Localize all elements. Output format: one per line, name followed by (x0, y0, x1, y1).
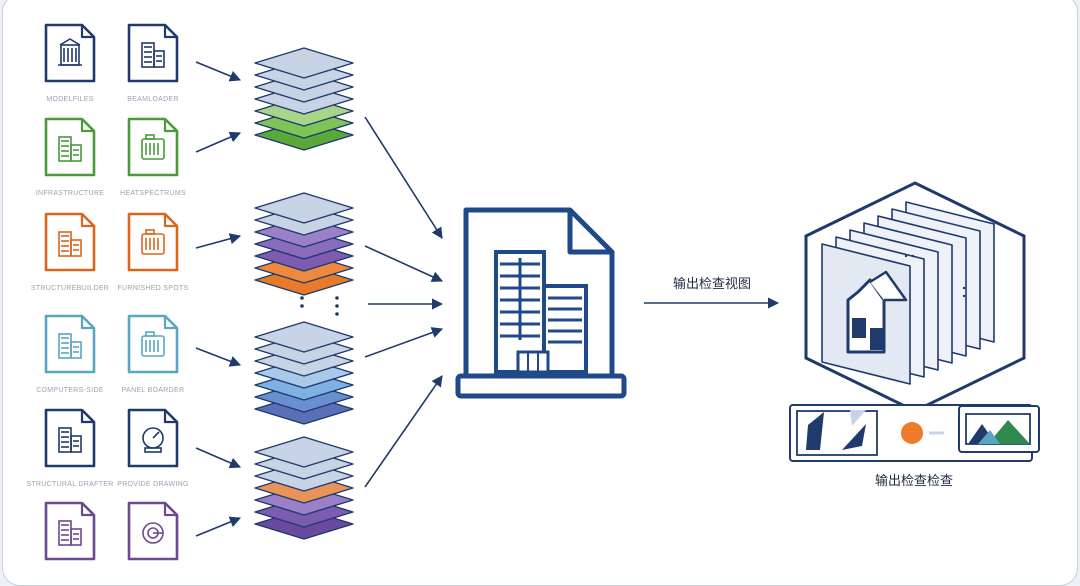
file-icon (127, 117, 179, 177)
input-arrows (195, 61, 242, 537)
layer-stacks-group (254, 47, 354, 540)
stack-layer (254, 192, 354, 224)
ellipsis-icon (300, 296, 339, 316)
layer-stack (254, 321, 354, 425)
file-icon (44, 23, 96, 83)
status-dot (901, 422, 923, 444)
machine-icon (141, 331, 165, 357)
building-document-icon (455, 207, 627, 399)
layered-views-icon (804, 181, 1026, 413)
tower-icon (58, 136, 82, 162)
file-icon (44, 314, 96, 374)
file-icon (127, 212, 179, 272)
file-icon (127, 408, 179, 468)
stack-layer (254, 321, 354, 353)
file-icon (127, 501, 179, 561)
layer-stack (254, 47, 354, 151)
stack-layer (254, 47, 354, 79)
output-check-label: 输出检查检查 (875, 473, 953, 489)
arrow-file-row1 (195, 61, 242, 82)
output-view-label: 输出检查视图 (673, 276, 751, 292)
layer-stack (254, 436, 354, 540)
spiral-icon (142, 522, 164, 544)
machine-icon (141, 134, 165, 160)
source-files-group: MODELFILES BEAMLOADER INFRASTRUCTURE HEATSP… (26, 23, 189, 561)
tower-icon (141, 42, 165, 68)
arrow-file-row6 (195, 516, 242, 537)
file-label: BEAMLOADER (127, 96, 179, 103)
stack-layer (254, 436, 354, 468)
merge-arrows (364, 116, 444, 488)
file-icon (127, 314, 179, 374)
building-icon (58, 38, 82, 66)
machine-icon (141, 229, 165, 255)
tower-icon (58, 520, 82, 546)
file-icon (44, 501, 96, 561)
arrow-merge-1 (364, 116, 443, 239)
file-icon (44, 212, 96, 272)
file-icon (44, 408, 96, 468)
diagram-svg: MODELFILES BEAMLOADER INFRASTRUCTURE HEATSP… (26, 23, 1040, 561)
file-icon (127, 23, 179, 83)
arrow-merge-2 (364, 245, 444, 282)
tower-icon (58, 333, 82, 359)
gauge-icon (142, 427, 164, 453)
file-label: INFRASTRUCTURE (36, 190, 104, 197)
file-label: HEATSPECTRUMS (120, 190, 186, 197)
file-icon (44, 117, 96, 177)
arrow-merge-4 (364, 327, 444, 358)
file-label: FURNISHED SPOTS (117, 285, 188, 292)
arrow-file-row3 (195, 233, 242, 249)
layer-stack (254, 192, 354, 296)
arrow-merge-5 (364, 375, 443, 488)
arrow-file-row5 (195, 447, 242, 469)
file-label: STRUCTURAL DRAFTER (26, 481, 113, 488)
check-panel-icon (789, 404, 1040, 462)
file-label: PANEL BOARDER (122, 387, 185, 394)
tower-icon (58, 427, 82, 453)
arrow-file-row4 (195, 347, 242, 367)
file-label: PROVIDE DRAWING (117, 481, 189, 488)
arrow-file-row2 (195, 131, 242, 153)
tower-icon (58, 231, 82, 257)
file-label: COMPUTERS-SIDE (36, 387, 104, 394)
file-label: STRUCTUREBUILDER (31, 285, 109, 292)
file-label: MODELFILES (46, 96, 93, 103)
